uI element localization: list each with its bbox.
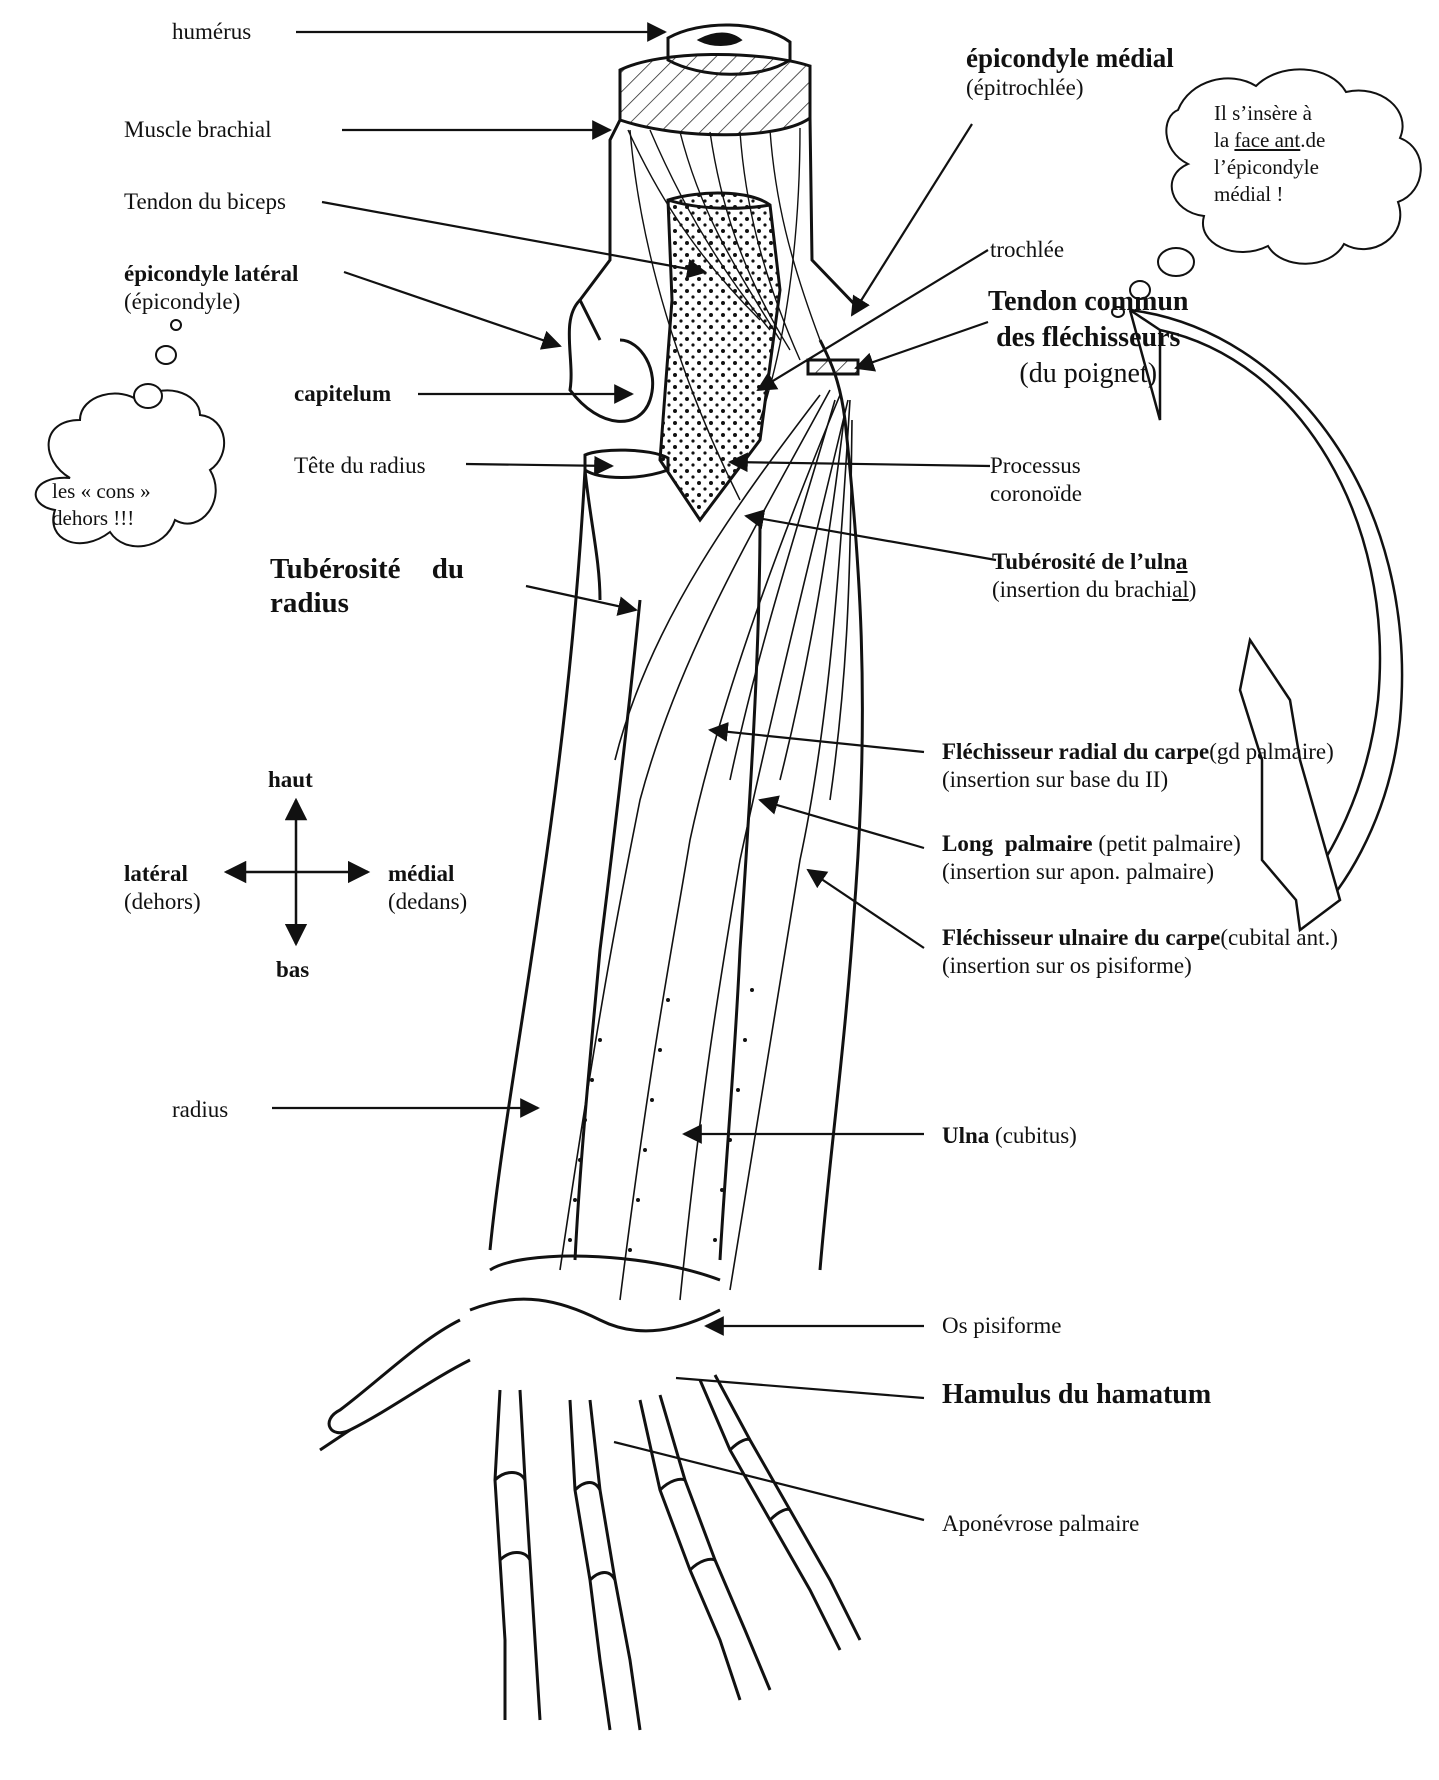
right-cloud-line4: médial ! [1214, 181, 1325, 208]
label-processus: Processus coronoïde [990, 452, 1082, 508]
label-epicondyle-lateral: épicondyle latéral (épicondyle) [124, 260, 298, 316]
label-long-palmaire-alt: (petit palmaire) [1093, 831, 1241, 856]
label-flechisseur-ulnaire-name: Fléchisseur ulnaire du carpe [942, 925, 1220, 950]
label-humerus: humérus [172, 18, 251, 46]
label-ulna: Ulna (cubitus) [942, 1122, 1077, 1150]
leader-epicondyle-medial [852, 124, 972, 315]
label-flechisseur-radial-sub: (insertion sur base du II) [942, 766, 1334, 794]
label-tuberosite-ulna-sub-c: ) [1189, 577, 1197, 602]
label-tuberosite-ulna: Tubérosité de l’ulna (insertion du brach… [992, 548, 1196, 604]
label-tuberosite-ulna-sub-b: al [1172, 577, 1189, 602]
leader-epicondyle-lateral [344, 272, 560, 346]
label-tuberosite-ulna-underlined: a [1176, 549, 1188, 574]
tendon-dots-drawing [568, 988, 754, 1252]
leader-aponevrose [614, 1442, 924, 1520]
compass-bas: bas [276, 956, 309, 984]
label-tete-radius: Tête du radius [294, 452, 426, 480]
label-epicondyle-lateral-alt: (épicondyle) [124, 288, 298, 316]
leader-tendon-biceps [322, 202, 705, 272]
label-tuberosite-ulna-name: Tubérosité de l’ulna [992, 549, 1188, 574]
label-trochlee: trochlée [990, 236, 1064, 264]
label-tendon-commun-line1: Tendon commun [988, 284, 1188, 320]
right-cloud-line2-c: .de [1300, 128, 1325, 152]
label-ulna-name: Ulna [942, 1123, 989, 1148]
right-cloud-line2-a: la [1214, 128, 1234, 152]
radius-bone-drawing [490, 470, 640, 1260]
label-epicondyle-medial-name: épicondyle médial [966, 43, 1174, 73]
leader-tuberosite-radius [526, 586, 636, 610]
label-processus-line1: Processus [990, 453, 1081, 478]
leader-flechisseur-ulnaire [808, 870, 924, 948]
label-flechisseur-ulnaire-sub: (insertion sur os pisiforme) [942, 952, 1338, 980]
right-cloud-line3: l’épicondyle [1214, 154, 1325, 181]
right-cloud-line2: la face ant.de [1214, 127, 1325, 154]
label-tuberosite-radius-line1: Tubérosité du [270, 553, 464, 585]
label-capitelum: capitelum [294, 380, 391, 408]
label-flechisseur-radial: Fléchisseur radial du carpe(gd palmaire)… [942, 738, 1334, 794]
label-processus-line2: coronoïde [990, 480, 1082, 508]
compass-medial: médial (dedans) [388, 860, 467, 916]
label-epicondyle-medial: épicondyle médial (épitrochlée) [966, 44, 1174, 102]
label-flechisseur-ulnaire-alt: (cubital ant.) [1220, 925, 1338, 950]
leader-tete-radius [466, 464, 612, 466]
label-tendon-commun-line3: (du poignet) [988, 356, 1188, 392]
label-tuberosite-radius: Tubérosité du radius [270, 552, 464, 620]
right-cloud-line2-b: face ant [1234, 128, 1300, 152]
label-tuberosite-radius-line2: radius [270, 586, 464, 620]
leader-lines [272, 32, 996, 1520]
label-flechisseur-ulnaire: Fléchisseur ulnaire du carpe(cubital ant… [942, 924, 1338, 980]
label-tuberosite-ulna-sub-a: (insertion du brachi [992, 577, 1172, 602]
left-cloud-line2: dehors !!! [52, 505, 151, 532]
label-ulna-alt: (cubitus) [989, 1123, 1077, 1148]
compass-medial-name: médial [388, 861, 454, 886]
label-long-palmaire: Long palmaire (petit palmaire) (insertio… [942, 830, 1241, 886]
label-radius: radius [172, 1096, 228, 1124]
leader-tendon-commun [856, 322, 988, 368]
label-tendon-commun-line2: des fléchisseurs [988, 320, 1188, 356]
label-long-palmaire-name: Long palmaire [942, 831, 1093, 856]
compass-haut: haut [268, 766, 313, 794]
label-tuberosite-ulna-text: Tubérosité de l’uln [992, 549, 1176, 574]
leader-hamulus [676, 1378, 924, 1398]
label-tendon-commun: Tendon commun des fléchisseurs (du poign… [988, 284, 1188, 392]
right-cloud-line1: Il s’insère à [1214, 100, 1325, 127]
label-flechisseur-radial-name: Fléchisseur radial du carpe [942, 739, 1209, 764]
label-hamulus: Hamulus du hamatum [942, 1378, 1211, 1412]
label-flechisseur-radial-alt: (gd palmaire) [1209, 739, 1334, 764]
compass-lateral-name: latéral [124, 861, 188, 886]
leader-flechisseur-radial [710, 730, 924, 752]
leader-trochlee [758, 250, 988, 390]
compass-medial-alt: (dedans) [388, 888, 467, 916]
label-epicondyle-medial-alt: (épitrochlée) [966, 74, 1174, 102]
label-aponevrose: Aponévrose palmaire [942, 1510, 1139, 1538]
left-cloud-line1: les « cons » [52, 478, 151, 505]
label-muscle-brachial: Muscle brachial [124, 116, 272, 144]
label-epicondyle-lateral-name: épicondyle latéral [124, 261, 298, 286]
compass-arrows [226, 800, 368, 944]
compass-lateral-alt: (dehors) [124, 888, 201, 916]
biceps-tendon-drawing [660, 193, 780, 520]
hand-skeleton-drawing [320, 1256, 860, 1730]
compass-lateral: latéral (dehors) [124, 860, 201, 916]
right-cloud-text: Il s’insère à la face ant.de l’épicondyl… [1214, 100, 1325, 208]
label-long-palmaire-sub: (insertion sur apon. palmaire) [942, 858, 1241, 886]
label-tendon-biceps: Tendon du biceps [124, 188, 286, 216]
label-tuberosite-ulna-sub: (insertion du brachial) [992, 576, 1196, 604]
label-os-pisiforme: Os pisiforme [942, 1312, 1061, 1340]
leader-long-palmaire [760, 800, 924, 848]
left-cloud-text: les « cons » dehors !!! [52, 478, 151, 532]
